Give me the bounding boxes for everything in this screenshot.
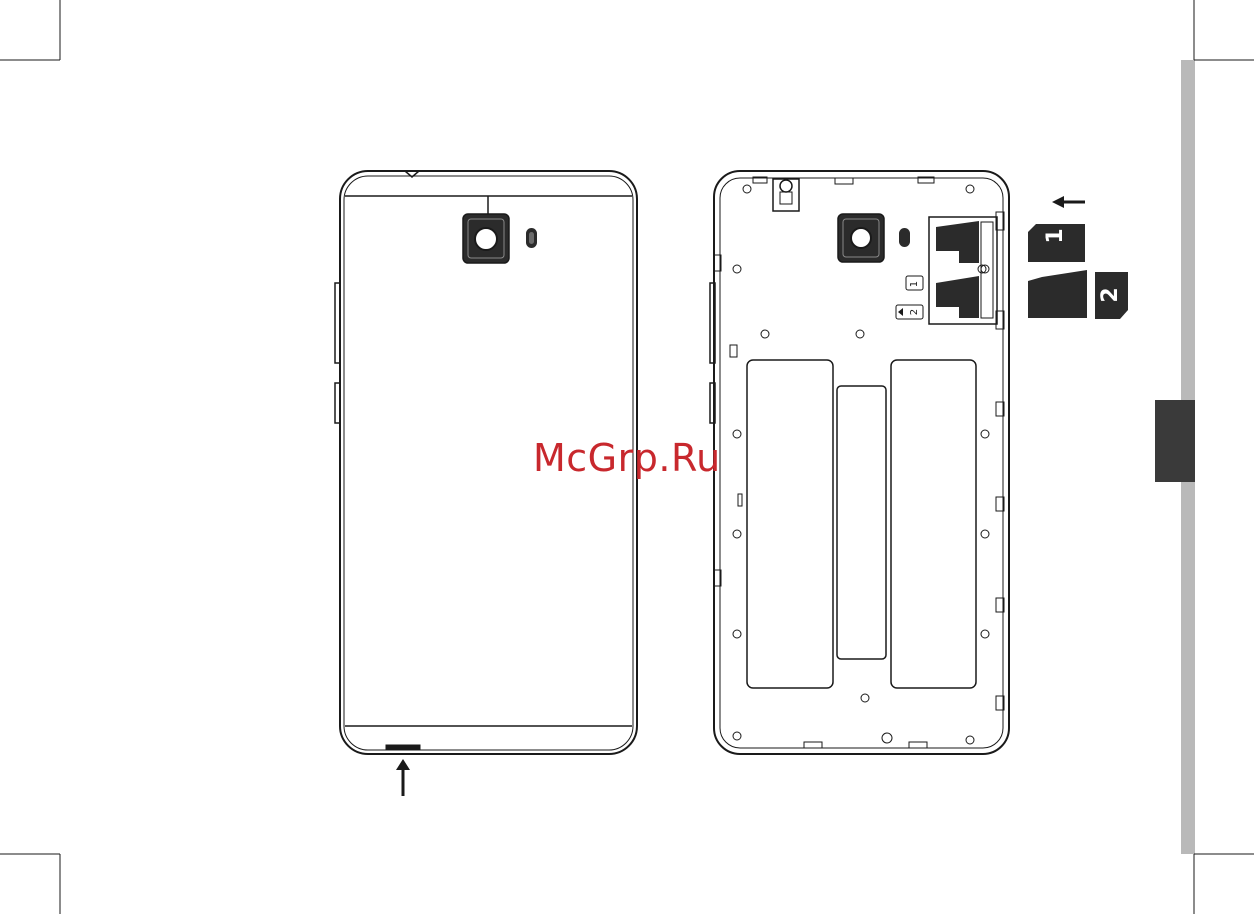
flash-icon	[526, 228, 537, 248]
arrow-up-icon	[396, 759, 410, 796]
camera-lens-icon	[463, 196, 509, 263]
slot-marker-1: 1	[909, 281, 920, 287]
slot-marker-2: 2	[909, 309, 920, 315]
chassis-camera-icon	[838, 214, 910, 262]
watermark-text: McGrp.Ru	[533, 436, 721, 480]
sim-tray	[896, 217, 997, 324]
screw-icon	[733, 185, 989, 744]
sim-card-2-label: 2	[1098, 287, 1123, 302]
arrow-left-icon	[1052, 196, 1085, 208]
sim-card-1-label: 1	[1043, 228, 1068, 243]
